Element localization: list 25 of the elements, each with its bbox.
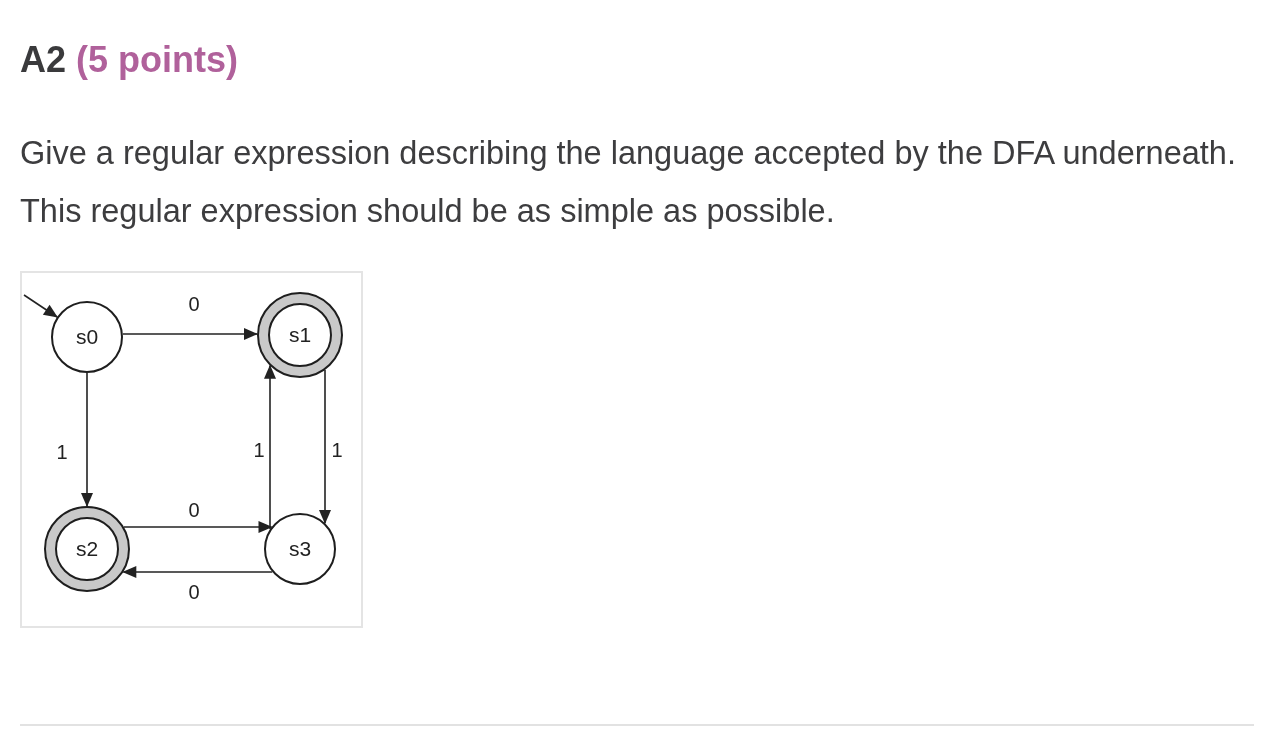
- heading: A2: [20, 39, 67, 81]
- instruction-text: Give a regular expression describing the language accepted by the DFA underneath.: [20, 134, 1236, 172]
- state-label: s0: [75, 325, 99, 349]
- arrow: [319, 369, 331, 525]
- arrow: [23, 294, 58, 318]
- edge-label: 0: [188, 293, 200, 315]
- arrow: [81, 372, 93, 507]
- edge-label: 1: [253, 439, 265, 461]
- points-note: (5 points): [76, 39, 238, 81]
- arrow: [264, 364, 276, 530]
- double-circle-state: [44, 506, 130, 592]
- state-label: s3: [288, 537, 312, 561]
- state-circle: [51, 301, 123, 373]
- state-label: s2: [75, 537, 99, 561]
- edge-label: 1: [56, 441, 68, 463]
- arrow: [122, 328, 258, 340]
- arrow: [122, 566, 274, 578]
- edge-label: 1: [331, 439, 343, 461]
- edge-label: 0: [188, 499, 200, 521]
- state-label: s1: [288, 323, 312, 347]
- edge-label: 0: [188, 581, 200, 603]
- double-circle-state: [257, 292, 343, 378]
- state-circle: [264, 513, 336, 585]
- instruction-text: This regular expression should be as simple as possible.: [20, 192, 835, 230]
- arrow: [123, 521, 273, 533]
